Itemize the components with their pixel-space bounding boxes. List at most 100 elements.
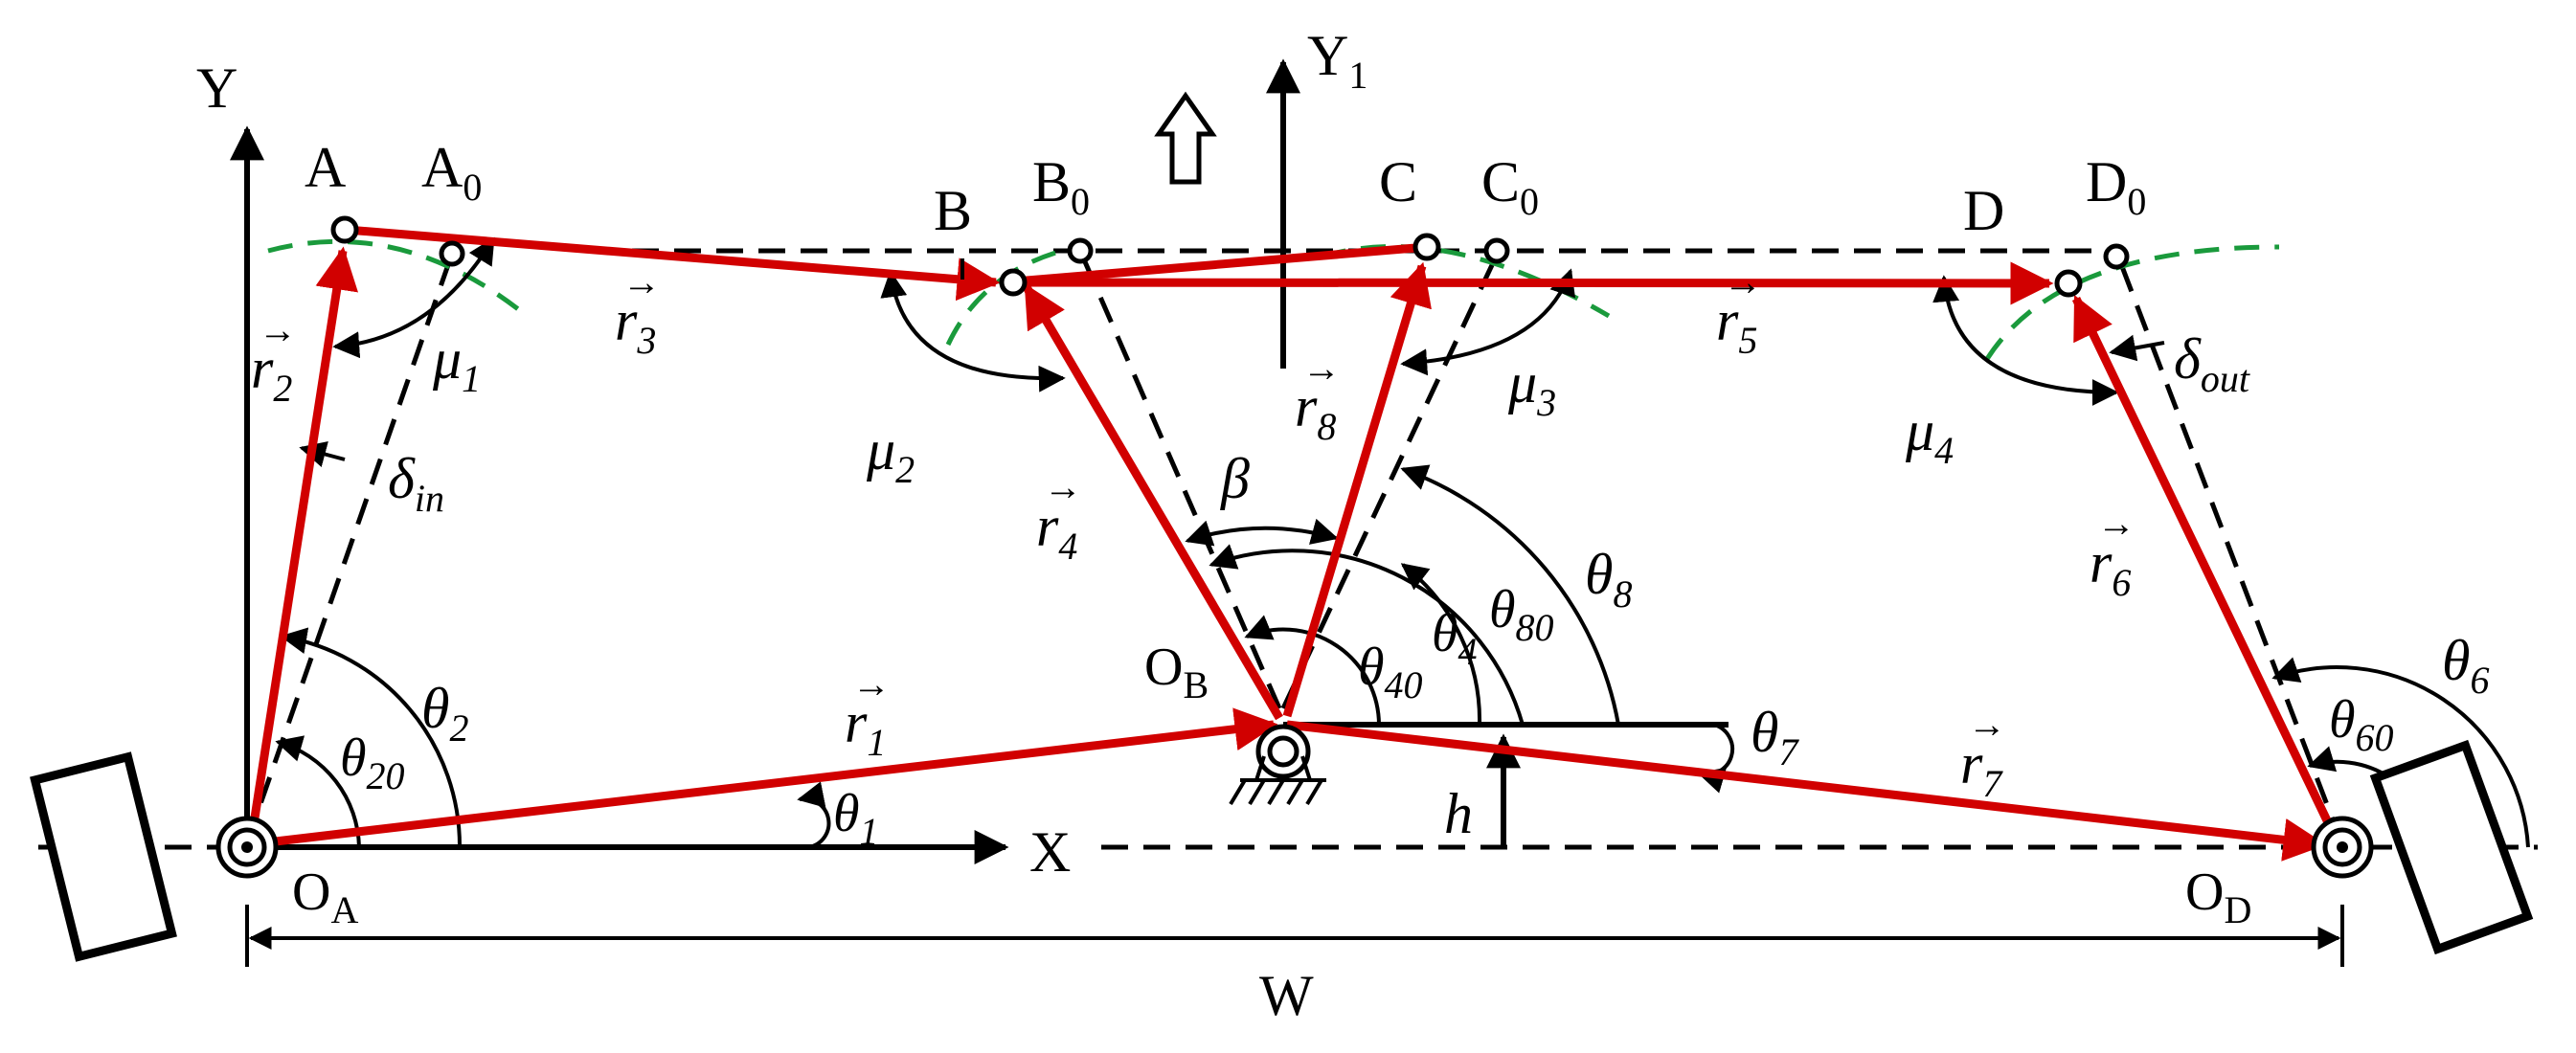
theta7-arc [1697, 723, 1735, 794]
mu3-arc [1400, 268, 1575, 376]
label-r4: → r4 [1036, 465, 1082, 568]
joint-d [2054, 269, 2083, 298]
mu4-arc [1932, 275, 2119, 406]
x-axis-label: X [1029, 820, 1071, 884]
vector-r7 [1286, 720, 2327, 862]
theta1-arc [797, 781, 831, 849]
joint-b [999, 268, 1028, 297]
theta80-arc [1400, 563, 1482, 726]
joint-c [1412, 233, 1441, 261]
mu1-arc [332, 236, 495, 359]
vector-r2 [246, 246, 359, 843]
svg-text:→: → [1302, 347, 1341, 390]
label-delta-in: δin [388, 447, 444, 520]
label-theta60: θ60 [2329, 690, 2394, 759]
point-a-label: A [305, 136, 346, 199]
pivot-ob-ground [1229, 724, 1326, 806]
svg-text:→: → [1044, 465, 1082, 508]
arc-a [267, 238, 529, 318]
label-theta6: θ6 [2442, 629, 2489, 702]
label-r2: → r2 [251, 308, 297, 410]
point-b-label: B [934, 179, 972, 242]
label-theta4: θ4 [1432, 604, 1478, 673]
joint-a0 [439, 240, 465, 267]
joints [215, 215, 2374, 879]
svg-text:→: → [622, 260, 661, 303]
vector-r8 [1282, 261, 1432, 718]
y-axis-label: Y [196, 56, 237, 120]
svg-text:→: → [259, 308, 297, 351]
angle-arcs [275, 236, 2530, 849]
svg-text:r3: r3 [615, 289, 656, 362]
point-oa-label: OA [292, 863, 358, 931]
point-ob-label: OB [1144, 638, 1209, 706]
label-r8: → r8 [1295, 347, 1341, 448]
beta-arc [1185, 518, 1339, 547]
label-theta1: θ1 [833, 784, 879, 853]
vector-r5 [1014, 261, 2054, 305]
svg-text:r6: r6 [2090, 531, 2131, 604]
vector-r1 [250, 707, 1278, 849]
labels: Y Y1 X A A0 B B0 C C0 D D0 OA OB OD → r1… [196, 24, 2489, 1027]
label-r1: → r1 [845, 662, 891, 764]
svg-text:r1: r1 [845, 691, 886, 764]
joint-a [330, 215, 359, 244]
point-a0-label: A0 [421, 136, 482, 209]
svg-text:→: → [852, 662, 891, 706]
point-d-label: D [1963, 179, 2004, 242]
vector-r3 [346, 225, 1001, 302]
label-delta-out: δout [2174, 327, 2250, 400]
label-theta8: θ8 [1585, 543, 1632, 616]
label-h: h [1444, 782, 1473, 845]
label-theta20: θ20 [340, 728, 405, 797]
label-theta7: θ7 [1751, 701, 1799, 773]
svg-text:r5: r5 [1716, 289, 1757, 362]
svg-text:r8: r8 [1295, 375, 1336, 448]
joint-b0 [1067, 237, 1094, 264]
label-beta: β [1220, 447, 1250, 510]
label-mu4: μ4 [1905, 399, 1954, 472]
vector-r4 [1023, 283, 1283, 721]
svg-text:r2: r2 [251, 337, 292, 410]
wheels [30, 739, 2534, 962]
pivot-od [2311, 816, 2374, 879]
left-wheel [30, 751, 177, 962]
label-w: W [1259, 964, 1314, 1027]
svg-text:r7: r7 [1960, 732, 2003, 805]
label-theta80: θ80 [1489, 580, 1554, 649]
label-mu3: μ3 [1507, 351, 1556, 424]
theta8-arc [1400, 464, 1620, 726]
label-r7: → r7 [1960, 703, 2006, 805]
axes [230, 58, 2344, 967]
svg-text:→: → [2097, 502, 2135, 545]
label-r5: → r5 [1716, 260, 1762, 362]
label-mu1: μ1 [432, 327, 481, 400]
point-od-label: OD [2185, 863, 2251, 931]
vector-links [246, 225, 2341, 862]
vector-r6 [2071, 294, 2341, 842]
label-theta2: θ2 [421, 677, 468, 750]
theta2-arc [280, 627, 463, 848]
y1-axis-label: Y1 [1307, 24, 1367, 97]
label-r6: → r6 [2090, 502, 2135, 604]
svg-text:→: → [1968, 703, 2006, 746]
svg-text:r4: r4 [1036, 495, 1077, 568]
point-b0-label: B0 [1032, 150, 1090, 223]
theta40-arc [1244, 615, 1381, 726]
label-theta40: θ40 [1358, 638, 1423, 706]
point-d0-label: D0 [2086, 150, 2146, 223]
delta-out-arc [2109, 334, 2165, 362]
pivot-oa [215, 816, 279, 879]
right-wheel [2369, 739, 2534, 955]
point-c0-label: C0 [1481, 150, 1539, 223]
vector-r5b [1014, 242, 1428, 286]
label-mu2: μ2 [866, 418, 915, 491]
point-c-label: C [1379, 150, 1417, 213]
theta6-arc [2271, 657, 2530, 848]
joint-c0 [1483, 237, 1510, 264]
up-arrow-icon [1154, 91, 1217, 185]
label-r3: → r3 [615, 260, 661, 362]
mu2-arc [880, 270, 1066, 392]
joint-d0 [2103, 243, 2130, 270]
